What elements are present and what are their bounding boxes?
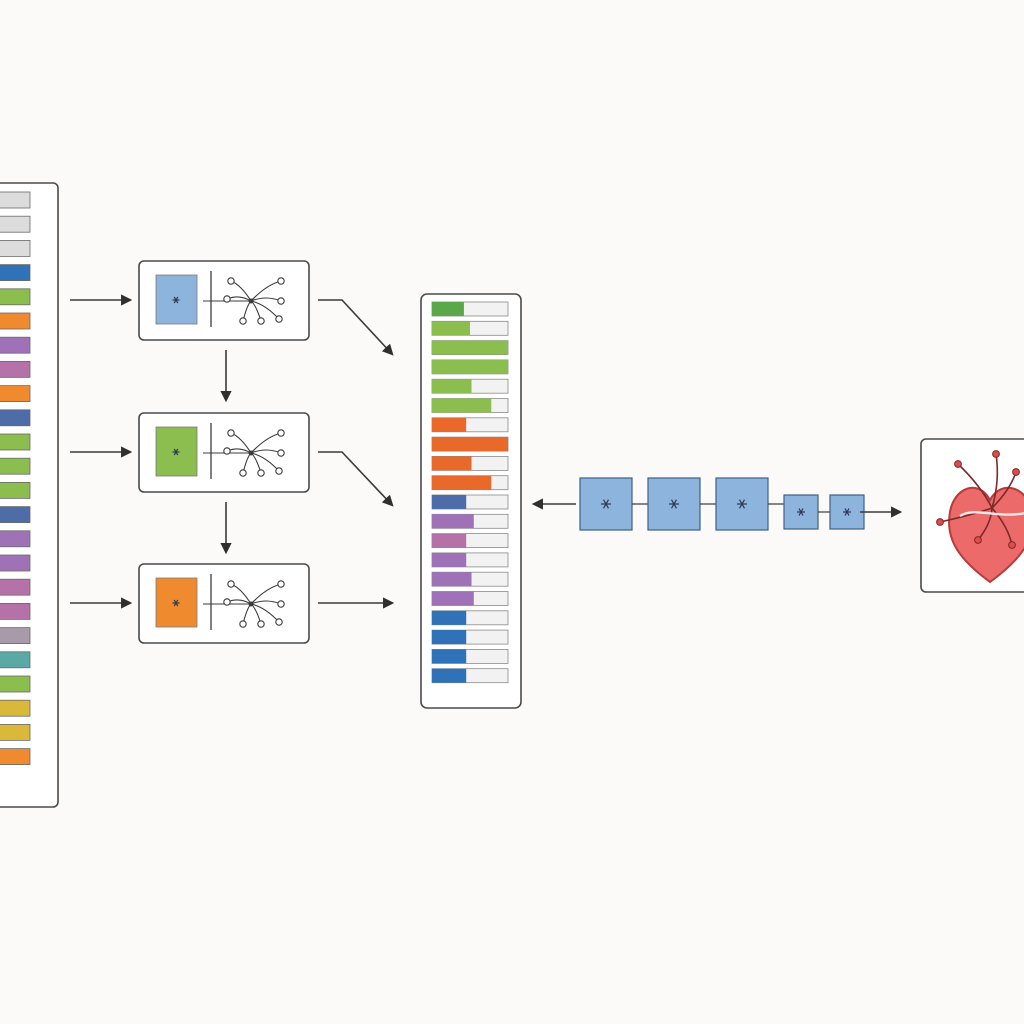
node-star-icon <box>601 499 611 509</box>
graph-network-icon <box>203 580 285 628</box>
embedding-bar <box>431 455 509 471</box>
node-star-icon <box>669 499 679 509</box>
feature-cell <box>0 481 31 499</box>
embedding-bar <box>431 533 509 548</box>
fusion-arrow-2 <box>318 451 394 507</box>
feature-cell <box>0 724 31 741</box>
feature-cell <box>0 603 31 620</box>
feature-cell <box>0 215 31 233</box>
embedding-bar <box>431 301 509 317</box>
embedding-bar <box>431 668 509 684</box>
node-star-icon <box>172 599 180 607</box>
feature-cell <box>0 651 31 669</box>
encoder-block <box>138 260 310 341</box>
classifier-layer-small <box>783 494 819 530</box>
embedding-bar <box>431 649 509 664</box>
classifier-layer <box>579 477 633 531</box>
fusion-arrow-1 <box>318 299 394 356</box>
encoder-blocks <box>138 260 310 644</box>
embedding-bars <box>431 301 509 684</box>
graph-network-icon <box>203 429 285 477</box>
feature-cell <box>0 409 31 427</box>
embedding-bar <box>431 398 509 413</box>
classifier-layer <box>715 477 769 531</box>
feature-cell <box>0 360 31 378</box>
embedding-bar <box>431 513 509 529</box>
embedding-bar <box>431 436 509 452</box>
embedding-bar <box>431 320 509 336</box>
classifier-layer-small <box>829 494 865 530</box>
graph-network-icon <box>203 277 285 325</box>
fusion-arrows <box>318 299 395 609</box>
embedding-bar <box>431 340 509 356</box>
encoder-block <box>138 563 310 644</box>
embedding-bar <box>431 494 509 510</box>
encoder-block <box>138 412 310 493</box>
node-star-icon <box>172 448 180 456</box>
feature-cell <box>0 312 31 330</box>
feature-cell <box>0 385 31 403</box>
feature-cell <box>0 457 31 475</box>
feature-cell <box>0 578 31 596</box>
feature-cell <box>0 433 31 451</box>
embedding-bar <box>431 571 509 587</box>
input-arrows <box>70 294 133 609</box>
embedding-bar <box>431 552 509 568</box>
feature-cell <box>0 506 31 524</box>
classifier-layer <box>647 477 701 531</box>
node-star-icon <box>843 508 851 516</box>
embedding-bar <box>431 591 509 606</box>
feature-cell <box>0 239 31 257</box>
feature-cell <box>0 288 31 306</box>
feature-cell <box>0 191 31 209</box>
embedding-bar <box>431 475 509 491</box>
output-panel <box>920 438 1024 593</box>
feature-cell <box>0 748 31 765</box>
node-star-icon <box>737 499 747 509</box>
heart-network-icon <box>936 450 1024 584</box>
feature-cell <box>0 530 31 548</box>
feature-cell <box>0 336 31 354</box>
feature-cell <box>0 675 31 693</box>
embedding-bar <box>431 417 509 433</box>
feature-cell <box>0 554 31 572</box>
feature-cell <box>0 627 31 644</box>
classifier-layers <box>579 477 865 531</box>
node-star-icon <box>797 508 805 516</box>
feature-cell <box>0 264 31 282</box>
feature-cells <box>0 191 31 765</box>
embedding-column <box>420 293 522 709</box>
feature-column <box>0 182 59 808</box>
node-star-icon <box>172 296 180 304</box>
embedding-bar <box>431 629 509 645</box>
embedding-bar <box>431 359 509 375</box>
feature-cell <box>0 699 31 717</box>
embedding-bar <box>431 610 509 626</box>
embedding-bar <box>431 378 509 394</box>
